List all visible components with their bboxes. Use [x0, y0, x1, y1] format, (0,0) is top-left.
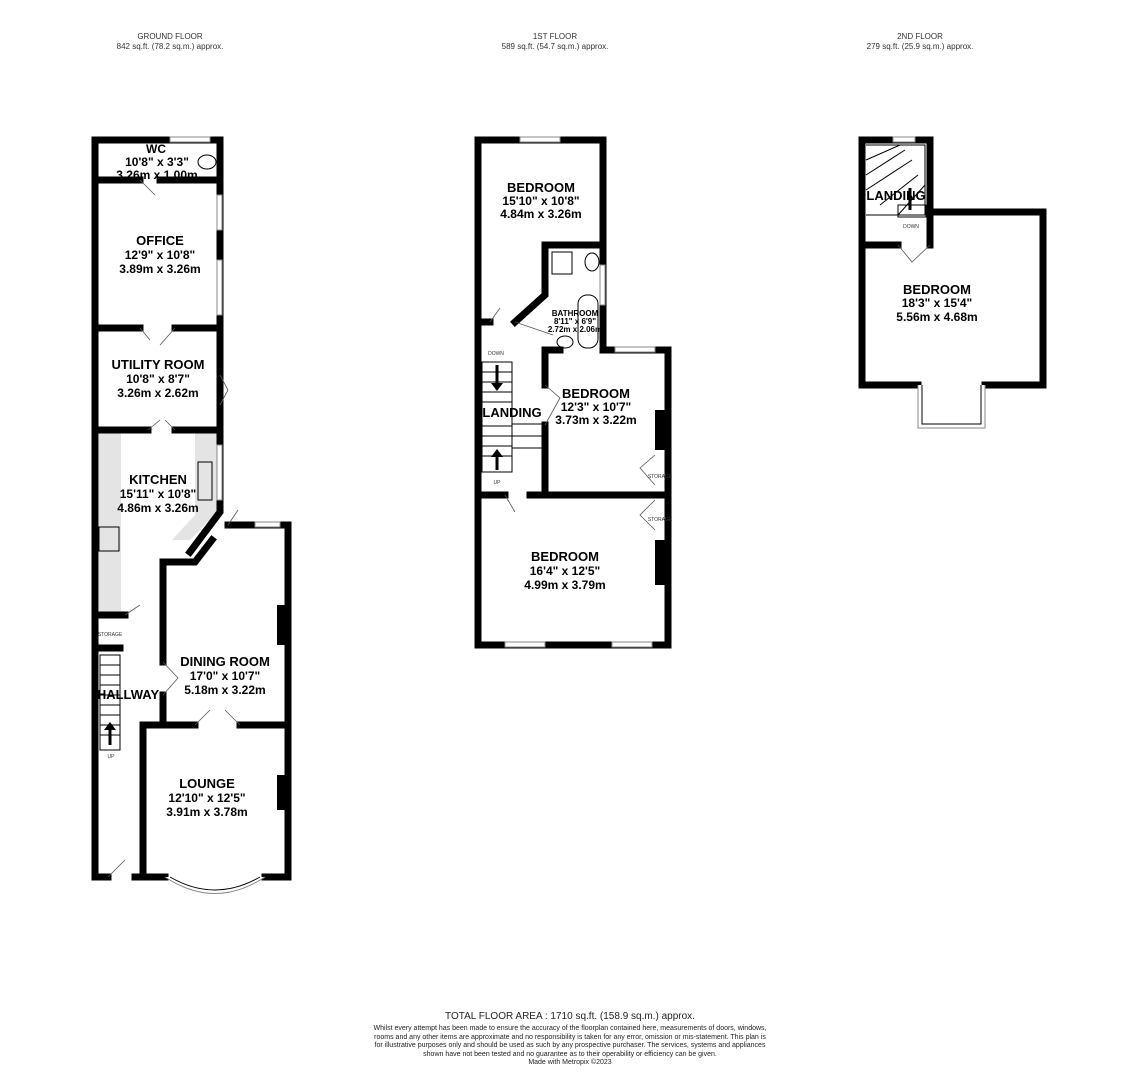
room-size-metric: 3.73m x 3.22m [555, 413, 636, 427]
floor-area: 842 sq.ft. (78.2 sq.m.) approx. [116, 42, 224, 51]
room-name-bedroom: BEDROOM [562, 386, 630, 401]
room-name-office: OFFICE [136, 233, 184, 248]
room-size-metric: 4.99m x 3.79m [524, 578, 605, 592]
room-name-bathroom: BATHROOM [552, 309, 599, 318]
storage-label: STORAGE [648, 517, 673, 523]
footer: TOTAL FLOOR AREA : 1710 sq.ft. (158.9 sq… [370, 1011, 770, 1068]
sink-icon [197, 461, 213, 501]
room-size-metric: 3.91m x 3.78m [166, 805, 247, 819]
toilet-icon [197, 154, 217, 170]
floor-name: 1ST FLOOR [532, 32, 578, 41]
room-size-imperial: 10'8" x 3'3" [125, 155, 189, 169]
room-size-metric: 3.89m x 3.26m [119, 262, 200, 276]
up-arrow-icon [491, 449, 503, 457]
room-size-metric: 5.56m x 4.68m [896, 310, 977, 324]
room-size-imperial: 12'10" x 12'5" [168, 791, 245, 805]
stairs-down-label: DOWN [488, 351, 504, 357]
floor-area: 279 sq.ft. (25.9 sq.m.) approx. [866, 42, 974, 51]
first-stairs [481, 361, 545, 473]
kitchen-counter [172, 433, 217, 540]
first-floor-header: 1ST FLOOR 589 sq.ft. (54.7 sq.m.) approx… [445, 32, 665, 52]
stairs-down-label: DOWN [903, 224, 919, 230]
second-floor-header: 2ND FLOOR 279 sq.ft. (25.9 sq.m.) approx… [810, 32, 1030, 52]
ground-stairs [99, 654, 121, 751]
room-name-bedroom: BEDROOM [531, 549, 599, 564]
second-stairs [865, 144, 927, 218]
room-name-hallway: HALLWAY [97, 687, 160, 702]
room-name-wc: WC [146, 142, 166, 156]
room-name-bedroom: BEDROOM [507, 180, 575, 195]
down-arrow-icon [491, 383, 503, 391]
basin-icon [556, 335, 574, 349]
hob-icon [98, 526, 120, 552]
fireplace-icon [277, 605, 285, 645]
room-size-imperial: 15'11" x 10'8" [120, 487, 196, 501]
floor-area: 589 sq.ft. (54.7 sq.m.) approx. [501, 42, 609, 51]
first-floor-plan: DOWN UP LANDING BEDROOM 15'10" x 10'8" 4… [474, 136, 673, 649]
stairs-up-label: UP [108, 754, 116, 760]
floor-name: GROUND FLOOR [137, 32, 203, 41]
fireplace-icon [655, 540, 665, 585]
room-size-metric: 5.18m x 3.22m [184, 683, 265, 697]
fireplace-icon [655, 410, 665, 450]
room-size-metric: 3.26m x 2.62m [117, 386, 198, 400]
kitchen-counter [99, 433, 121, 613]
storage-label: STORAGE [648, 474, 673, 480]
second-floor-plan: LANDING DOWN BEDROOM 18'3" x 15'4" 5.56m… [858, 136, 1047, 429]
room-size-imperial: 12'3" x 10'7" [561, 400, 631, 414]
toilet-icon [584, 252, 600, 272]
room-size-imperial: 16'4" x 12'5" [530, 564, 600, 578]
room-name-bedroom: BEDROOM [903, 282, 971, 297]
up-arrow-icon [104, 722, 116, 730]
stairs-up-label: UP [494, 480, 502, 486]
room-size-imperial: 15'10" x 10'8" [502, 194, 579, 208]
room-name-kitchen: KITCHEN [129, 472, 187, 487]
room-size-imperial: 17'0" x 10'7" [190, 669, 260, 683]
room-size-metric: 4.84m x 3.26m [500, 207, 581, 221]
room-size-metric: 4.86m x 3.26m [117, 501, 198, 515]
room-size-imperial: 8'11" x 6'9" [554, 317, 596, 326]
ground-floor-plan: WC 10'8" x 3'3" 3.26m x 1.00m OFFICE 12'… [91, 136, 292, 894]
room-name-landing: LANDING [482, 405, 541, 420]
total-floor-area: TOTAL FLOOR AREA : 1710 sq.ft. (158.9 sq… [445, 1011, 695, 1022]
ground-floor-header: GROUND FLOOR 842 sq.ft. (78.2 sq.m.) app… [60, 32, 280, 52]
floor-name: 2ND FLOOR [897, 32, 943, 41]
room-size-imperial: 12'9" x 10'8" [125, 248, 195, 262]
room-name-dining: DINING ROOM [180, 654, 270, 669]
room-size-metric: 3.26m x 1.00m [116, 168, 197, 182]
bath-icon [577, 294, 599, 349]
room-size-metric: 2.72m x 2.06m [548, 325, 602, 334]
room-name-utility: UTILITY ROOM [112, 357, 205, 372]
room-size-imperial: 18'3" x 15'4" [902, 296, 972, 310]
disclaimer: Whilst every attempt has been made to en… [373, 1025, 767, 1058]
storage-label: STORAGE [98, 632, 123, 638]
room-name-landing: LANDING [866, 188, 925, 203]
credit: Made with Metropix ©2023 [528, 1059, 612, 1066]
room-name-lounge: LOUNGE [179, 776, 235, 791]
room-size-imperial: 10'8" x 8'7" [126, 372, 190, 386]
fireplace-icon [277, 775, 285, 810]
